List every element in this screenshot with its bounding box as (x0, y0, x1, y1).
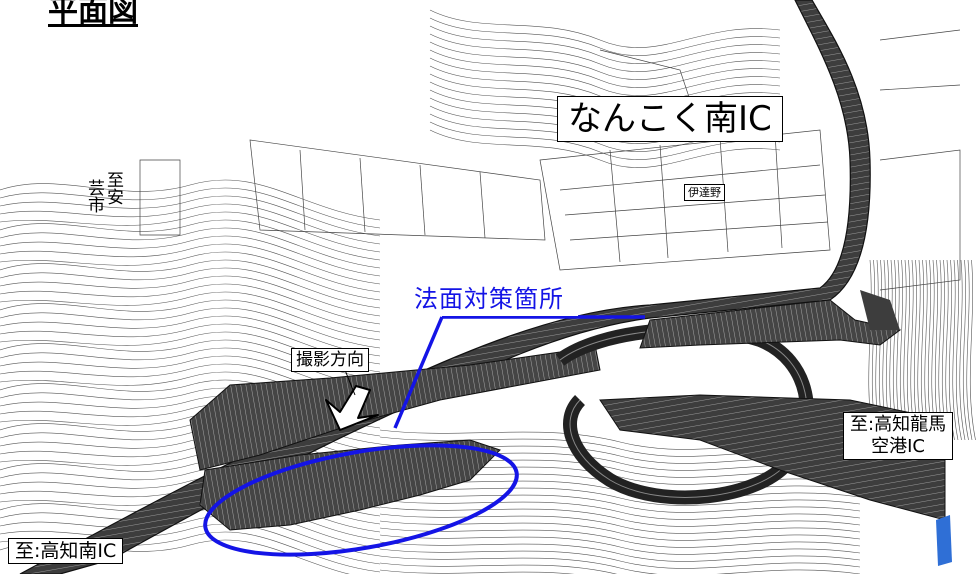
contour-line (379, 506, 861, 527)
contour-line (429, 129, 781, 168)
page-title: 平面図 (48, 0, 138, 29)
contour-line (0, 203, 381, 245)
contour-line (969, 259, 976, 441)
contour-line (379, 492, 861, 513)
destination-upper-left-col1: 至安 (103, 171, 123, 205)
contour-line (429, 121, 781, 160)
contour-line (0, 227, 381, 269)
contour-line (429, 49, 781, 88)
contour-line (0, 523, 381, 565)
contour-line (0, 275, 381, 317)
destination-right-line1: 至:高知龍馬 (850, 414, 947, 435)
contour-line (379, 485, 861, 506)
contour-line (0, 187, 381, 229)
contour-line (379, 562, 617, 574)
shooting-direction-label: 撮影方向 (291, 348, 369, 372)
contour-line (429, 57, 781, 96)
interchange-label: なんこく南IC (557, 96, 783, 142)
contour-line (0, 427, 381, 469)
destination-right-label: 至:高知龍馬 空港IC (843, 412, 954, 460)
contour-line (429, 9, 781, 48)
village-label: 伊達野 (684, 184, 725, 201)
contour-line (0, 219, 381, 261)
contour-line (0, 259, 381, 301)
contour-line (379, 541, 861, 562)
contour-line (429, 41, 781, 80)
destination-right-line2: 空港IC (871, 436, 925, 457)
contour-line (379, 548, 861, 569)
contour-line (379, 527, 861, 548)
shoot-leader-line (344, 369, 356, 396)
contour-line (0, 179, 381, 221)
contour-line (0, 299, 381, 341)
contour-line (966, 259, 973, 441)
contour-line (955, 259, 962, 441)
contour-line (0, 323, 381, 365)
contour-line (379, 513, 861, 534)
contour-line (379, 499, 861, 520)
contour-line (0, 235, 381, 277)
slope-countermeasure-label: 法面対策箇所 (400, 282, 578, 316)
contour-line (429, 17, 781, 56)
contour-line (0, 515, 381, 557)
contour-line (0, 195, 381, 237)
contour-line (0, 251, 381, 293)
contour-line (0, 283, 381, 325)
contour-line (429, 25, 781, 64)
contour-line (0, 211, 381, 253)
contour-line (0, 315, 381, 357)
destination-left-label: 至:高知南IC (8, 538, 124, 564)
contour-line (952, 259, 959, 441)
contour-line (0, 267, 381, 309)
contour-line (0, 307, 381, 349)
contour-line (0, 291, 381, 333)
slope-leader-line (393, 316, 444, 429)
contour-line (379, 534, 861, 555)
contour-line (379, 569, 575, 574)
slope-area-ellipse (203, 443, 519, 557)
contour-line (962, 259, 969, 441)
contour-line (959, 259, 966, 441)
contour-line (429, 33, 781, 72)
contour-line (379, 555, 861, 574)
destination-upper-left-col2: 芸市 (84, 179, 104, 213)
contour-line (0, 243, 381, 285)
